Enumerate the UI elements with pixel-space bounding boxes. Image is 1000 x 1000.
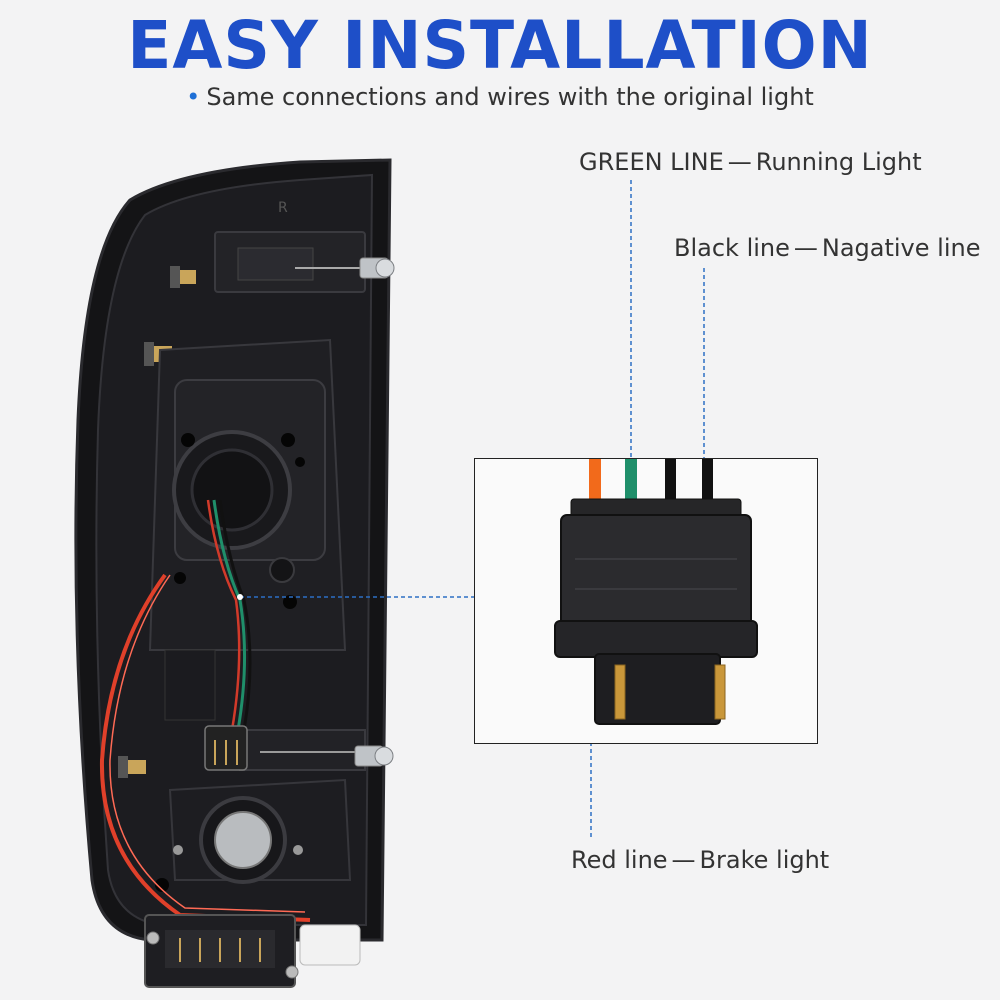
terminal-left <box>614 664 626 720</box>
label-black-name: Black line <box>674 234 790 262</box>
label-black-line: Black line—Nagative line <box>674 233 980 263</box>
green-wire <box>625 459 637 503</box>
red-wire <box>99 573 311 922</box>
label-red-name: Red line <box>571 846 668 874</box>
stud-icon <box>118 756 146 778</box>
label-red-line: Red line—Brake light <box>571 845 829 875</box>
terminal-right <box>714 664 726 720</box>
housing-mark: R <box>278 200 288 216</box>
screw-icon <box>354 745 394 767</box>
subtitle: •Same connections and wires with the ori… <box>0 82 1000 112</box>
stud-icon <box>170 266 196 288</box>
label-red-desc: Brake light <box>699 846 830 874</box>
screw-icon <box>359 257 395 279</box>
label-green-name: GREEN LINE <box>579 148 724 176</box>
label-green-line: GREEN LINE—Running Light <box>579 147 922 177</box>
label-red-dash: — <box>671 846 696 874</box>
label-green-desc: Running Light <box>755 148 922 176</box>
bullet-icon: • <box>186 83 201 111</box>
black-wire-2 <box>702 459 713 503</box>
connector-closeup-drawing <box>554 459 758 725</box>
label-black-dash: — <box>793 234 818 262</box>
subtitle-text: Same connections and wires with the orig… <box>206 83 814 111</box>
red-wire-bundle <box>206 499 241 731</box>
label-black-desc: Nagative line <box>821 234 981 262</box>
green-wire <box>212 499 247 731</box>
black-wire <box>218 499 252 731</box>
connector-closeup <box>474 458 818 744</box>
black-wire <box>665 459 676 503</box>
label-green-dash: — <box>727 148 752 176</box>
page-title: EASY INSTALLATION <box>127 7 873 84</box>
orange-wire <box>589 459 601 503</box>
